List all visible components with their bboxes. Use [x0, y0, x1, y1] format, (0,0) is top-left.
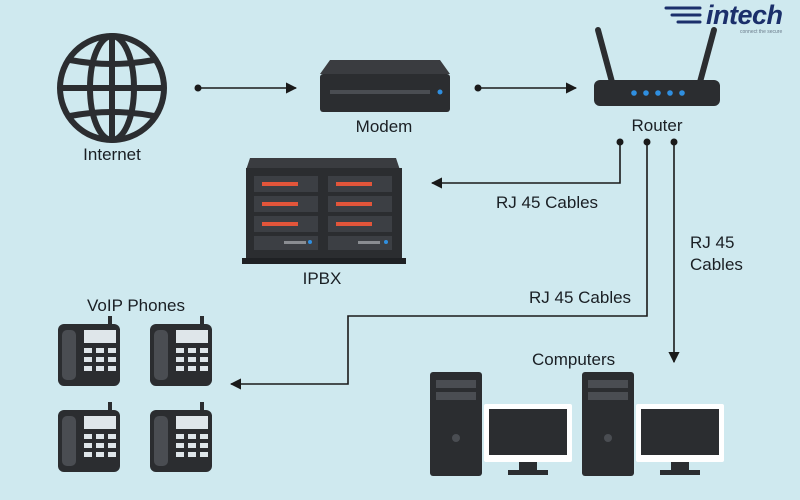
voip-phone-4 [150, 402, 212, 472]
router-icon [594, 27, 720, 106]
globe-icon [57, 33, 167, 143]
computer-2 [582, 372, 724, 476]
ipbx-server-icon [242, 158, 406, 264]
computers-label: Computers [532, 350, 616, 369]
connector-modem-router [474, 82, 578, 94]
edge-label-router-ipbx: RJ 45 Cables [496, 193, 599, 212]
edge-label-router-phones: RJ 45 Cables [529, 288, 632, 307]
connector-router-phones [229, 138, 651, 390]
computer-1 [430, 372, 572, 476]
modem-label: Modem [355, 117, 413, 136]
voip-phone-3 [58, 402, 120, 472]
edge-label-router-computers-line2: Cables [690, 255, 743, 274]
modem-icon [320, 60, 450, 112]
internet-label: Internet [83, 145, 141, 164]
intech-logo-text: intech [706, 0, 783, 30]
router-label: Router [631, 116, 683, 135]
intech-logo-tagline: connect the secure [740, 29, 783, 35]
voip-phones-label: VoIP Phones [87, 296, 185, 315]
edge-label-router-computers-line1: RJ 45 [690, 233, 735, 252]
connector-router-computers [668, 138, 680, 364]
ipbx-label: IPBX [302, 269, 342, 288]
voip-phone-1 [58, 316, 120, 386]
connector-router-ipbx [430, 138, 624, 189]
voip-phone-2 [150, 316, 212, 386]
connector-internet-modem [194, 82, 298, 94]
intech-logo-mark [664, 6, 702, 24]
